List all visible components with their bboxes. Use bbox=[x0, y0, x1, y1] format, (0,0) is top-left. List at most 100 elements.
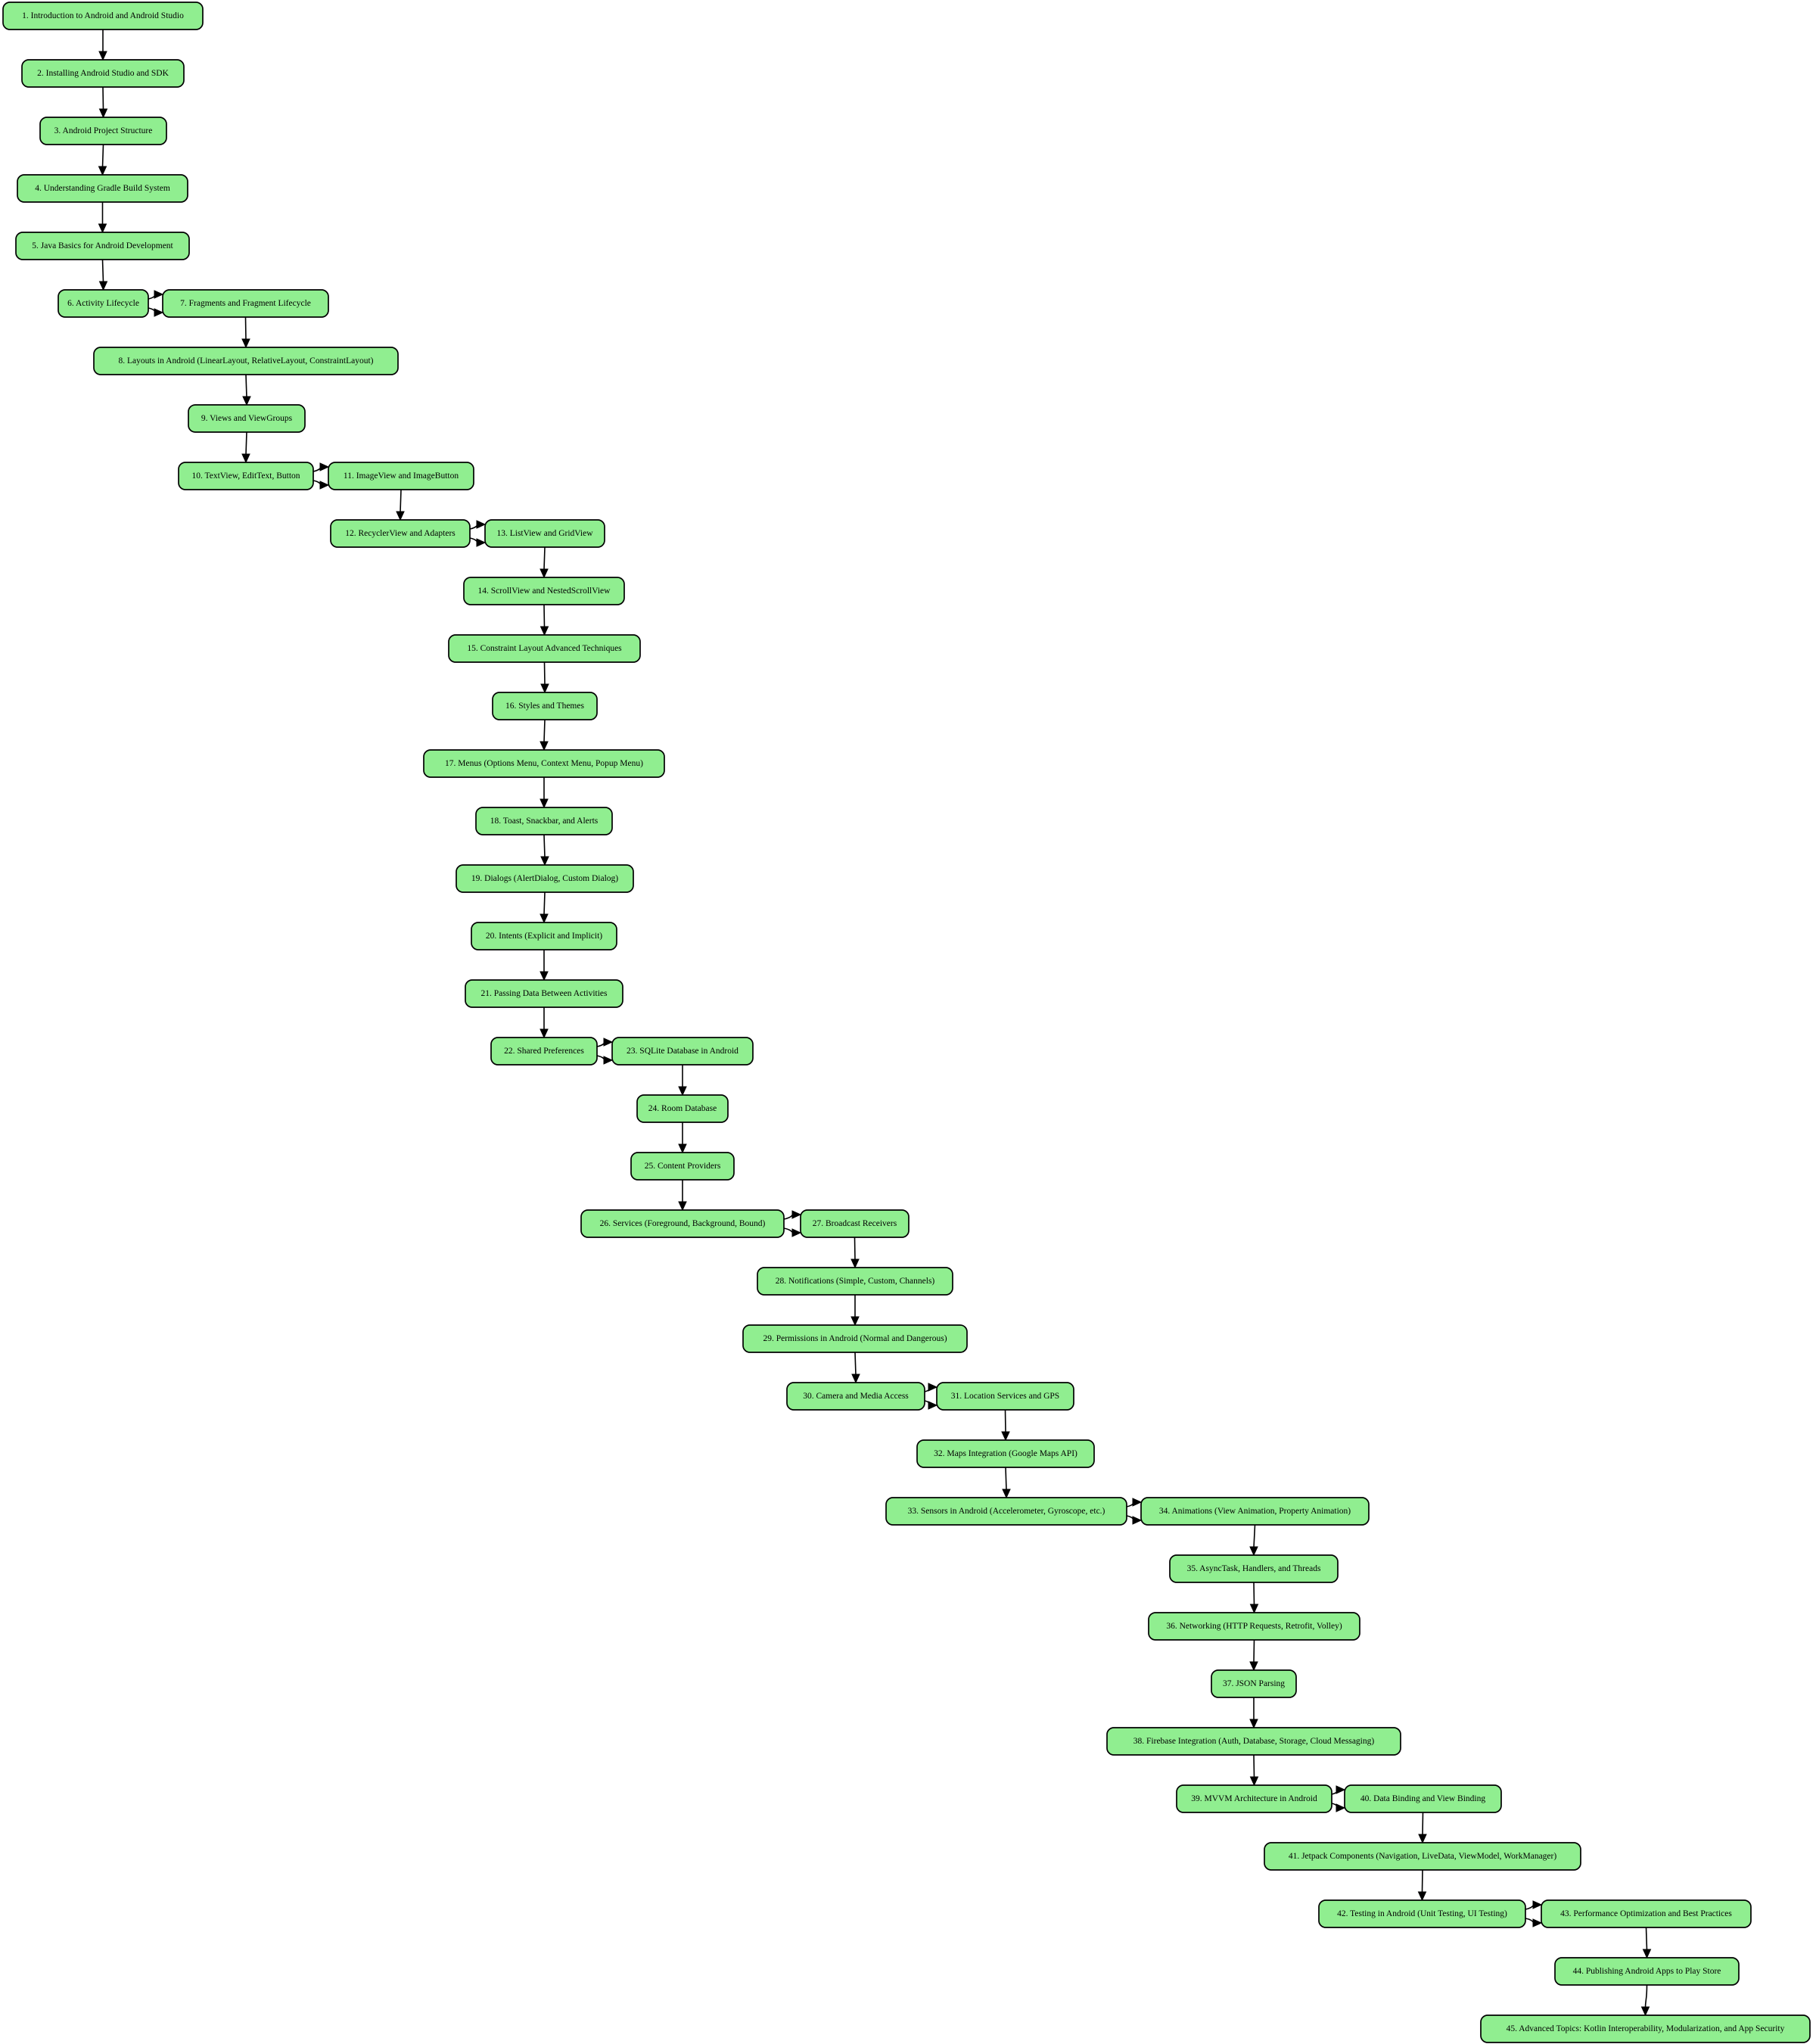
node-30: 30. Camera and Media Access bbox=[786, 1382, 925, 1411]
edge-30-31-upper bbox=[924, 1383, 938, 1392]
edge-7-8 bbox=[241, 316, 250, 349]
edge-19-20 bbox=[540, 891, 549, 924]
node-42: 42. Testing in Android (Unit Testing, UI… bbox=[1318, 1899, 1526, 1928]
edge-43-44 bbox=[1642, 1927, 1652, 1959]
node-box bbox=[423, 749, 665, 778]
edge-36-37 bbox=[1249, 1639, 1258, 1672]
node-label: 36. Networking (HTTP Requests, Retrofit,… bbox=[1166, 1622, 1342, 1631]
node-28: 28. Notifications (Simple, Custom, Chann… bbox=[757, 1267, 953, 1296]
node-box bbox=[456, 864, 634, 893]
node-26: 26. Services (Foreground, Background, Bo… bbox=[580, 1209, 785, 1238]
edge-9-10 bbox=[241, 431, 250, 464]
edge-35-36 bbox=[1249, 1582, 1259, 1614]
edge-12-13-upper bbox=[469, 520, 487, 530]
node-label: 34. Animations (View Animation, Property… bbox=[1159, 1507, 1351, 1516]
node-box bbox=[330, 519, 471, 548]
node-box bbox=[1169, 1554, 1339, 1583]
node-box bbox=[885, 1497, 1127, 1526]
edge-2-3 bbox=[98, 86, 108, 119]
edge-23-24 bbox=[678, 1065, 687, 1097]
node-box bbox=[742, 1324, 968, 1353]
node-16: 16. Styles and Themes bbox=[492, 692, 598, 720]
node-box bbox=[448, 634, 641, 663]
node-label: 39. MVVM Architecture in Android bbox=[1191, 1794, 1317, 1803]
node-box bbox=[178, 462, 314, 490]
node-2: 2. Installing Android Studio and SDK bbox=[21, 59, 185, 88]
edge-22-23-lower bbox=[596, 1055, 614, 1065]
edge-41-42 bbox=[1417, 1869, 1427, 1902]
node-13: 13. ListView and GridView bbox=[484, 519, 605, 548]
node-label: 21. Passing Data Between Activities bbox=[480, 989, 608, 998]
node-label: 33. Sensors in Android (Accelerometer, G… bbox=[908, 1507, 1105, 1516]
node-box bbox=[800, 1209, 910, 1238]
node-23: 23. SQLite Database in Android bbox=[611, 1037, 754, 1066]
edge-16-17 bbox=[540, 719, 549, 751]
edge-18-19 bbox=[540, 834, 549, 866]
node-box bbox=[188, 404, 306, 433]
edge-12-13-lower bbox=[469, 537, 487, 547]
node-label: 18. Toast, Snackbar, and Alerts bbox=[490, 817, 599, 826]
edge-17-18 bbox=[540, 777, 549, 809]
node-box bbox=[1148, 1612, 1360, 1641]
edge-14-15 bbox=[540, 604, 549, 636]
edge-13-14 bbox=[540, 546, 549, 579]
edge-1-2 bbox=[98, 30, 107, 61]
node-box bbox=[328, 462, 474, 490]
node-label: 19. Dialogs (AlertDialog, Custom Dialog) bbox=[471, 874, 618, 883]
node-box bbox=[21, 59, 185, 88]
node-box bbox=[1554, 1957, 1740, 1986]
node-38: 38. Firebase Integration (Auth, Database… bbox=[1106, 1727, 1401, 1756]
edge-24-25 bbox=[678, 1122, 687, 1154]
node-43: 43. Performance Optimization and Best Pr… bbox=[1541, 1899, 1752, 1928]
node-box bbox=[490, 1037, 598, 1066]
edge-26-27-upper bbox=[783, 1210, 802, 1220]
node-label: 38. Firebase Integration (Auth, Database… bbox=[1133, 1737, 1375, 1746]
edge-6-7-lower bbox=[148, 307, 164, 317]
node-15: 15. Constraint Layout Advanced Technique… bbox=[448, 634, 641, 663]
edge-22-23-upper bbox=[596, 1038, 614, 1047]
node-21: 21. Passing Data Between Activities bbox=[465, 979, 623, 1008]
node-label: 41. Jetpack Components (Navigation, Live… bbox=[1289, 1852, 1557, 1861]
node-box bbox=[1211, 1669, 1297, 1698]
node-box bbox=[611, 1037, 754, 1066]
node-40: 40. Data Binding and View Binding bbox=[1344, 1784, 1502, 1813]
node-label: 43. Performance Optimization and Best Pr… bbox=[1560, 1909, 1732, 1918]
node-label: 29. Permissions in Android (Normal and D… bbox=[763, 1334, 947, 1343]
edge-34-35 bbox=[1249, 1524, 1258, 1557]
edge-27-28 bbox=[850, 1237, 860, 1269]
edge-39-40-upper bbox=[1331, 1785, 1346, 1795]
edge-6-7-upper bbox=[148, 290, 164, 300]
node-box bbox=[465, 979, 623, 1008]
node-box bbox=[636, 1094, 729, 1123]
edge-39-40-lower bbox=[1331, 1803, 1346, 1812]
node-label: 1. Introduction to Android and Android S… bbox=[22, 11, 184, 20]
edge-40-41 bbox=[1418, 1812, 1427, 1844]
node-label: 7. Fragments and Fragment Lifecycle bbox=[180, 299, 311, 308]
node-label: 37. JSON Parsing bbox=[1223, 1679, 1285, 1688]
node-29: 29. Permissions in Android (Normal and D… bbox=[742, 1324, 968, 1353]
node-box bbox=[1344, 1784, 1502, 1813]
edge-10-11-upper bbox=[313, 462, 330, 472]
node-19: 19. Dialogs (AlertDialog, Custom Dialog) bbox=[456, 864, 634, 893]
node-box bbox=[757, 1267, 953, 1296]
node-24: 24. Room Database bbox=[636, 1094, 729, 1123]
node-1: 1. Introduction to Android and Android S… bbox=[2, 2, 204, 30]
node-label: 44. Publishing Android Apps to Play Stor… bbox=[1573, 1967, 1721, 1976]
node-box bbox=[786, 1382, 925, 1411]
node-18: 18. Toast, Snackbar, and Alerts bbox=[475, 807, 613, 835]
edge-33-34-upper bbox=[1126, 1498, 1143, 1507]
edge-21-22 bbox=[540, 1007, 549, 1039]
node-box bbox=[93, 347, 399, 375]
node-25: 25. Content Providers bbox=[630, 1152, 735, 1181]
node-label: 6. Activity Lifecycle bbox=[67, 299, 139, 308]
node-22: 22. Shared Preferences bbox=[490, 1037, 598, 1066]
node-44: 44. Publishing Android Apps to Play Stor… bbox=[1554, 1957, 1740, 1986]
node-box bbox=[39, 117, 167, 145]
node-box bbox=[630, 1152, 735, 1181]
edge-26-27-lower bbox=[783, 1227, 802, 1237]
node-label: 8. Layouts in Android (LinearLayout, Rel… bbox=[119, 356, 374, 366]
node-32: 32. Maps Integration (Google Maps API) bbox=[916, 1439, 1095, 1468]
edge-20-21 bbox=[540, 950, 549, 982]
